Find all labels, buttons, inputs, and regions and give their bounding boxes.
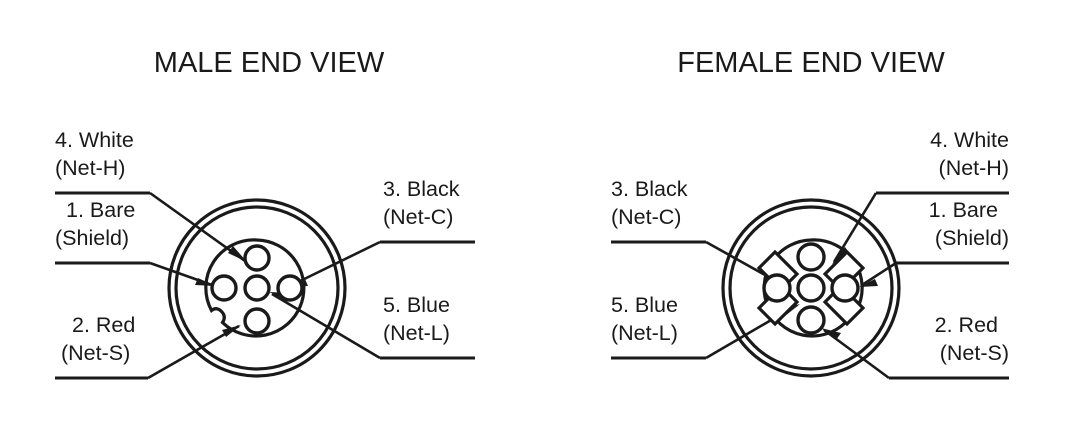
female-callout-labels: 3. Black (Net-C) 5. Blue (Net-L) 4. Whit… bbox=[611, 128, 1009, 365]
female-callout-5-blue-line1: 5. Blue bbox=[611, 293, 678, 317]
male-leader-4-white bbox=[55, 191, 247, 263]
male-callout-2-red-line2: (Net-S) bbox=[61, 341, 130, 365]
female-leader-3-black bbox=[611, 240, 786, 287]
female-connector-body bbox=[721, 198, 901, 378]
female-callout-1-bare-line2: (Shield) bbox=[935, 226, 1009, 250]
female-end-view-panel: FEMALE END VIEW bbox=[611, 47, 1009, 380]
male-inner-ring bbox=[174, 205, 340, 371]
female-callout-1-bare-line1: 1. Bare bbox=[929, 198, 998, 222]
male-pin-4-white bbox=[243, 244, 271, 272]
male-end-view-panel: MALE END VIEW bbox=[55, 47, 475, 380]
female-callout-4-white-line2: (Net-H) bbox=[939, 156, 1009, 180]
female-socket-5-blue bbox=[796, 273, 826, 303]
male-callout-3-black-line1: 3. Black bbox=[383, 177, 460, 201]
male-callout-5-blue-line1: 5. Blue bbox=[383, 293, 450, 317]
male-arrowhead-4-white bbox=[228, 246, 247, 262]
male-panel-title: MALE END VIEW bbox=[154, 47, 385, 79]
male-callout-labels: 4. White (Net-H) 1. Bare (Shield) 2. Red… bbox=[55, 128, 460, 365]
female-callout-3-black-line2: (Net-C) bbox=[611, 205, 681, 229]
male-callout-2-red-line1: 2. Red bbox=[72, 313, 135, 337]
female-panel-title: FEMALE END VIEW bbox=[677, 47, 945, 79]
male-callout-1-bare-line2: (Shield) bbox=[55, 226, 129, 250]
male-callout-4-white-line1: 4. White bbox=[55, 128, 134, 152]
female-inner-ring bbox=[728, 205, 894, 371]
female-socket-3-black bbox=[762, 273, 792, 303]
male-pin-5-blue bbox=[243, 274, 271, 302]
female-callout-5-blue-line2: (Net-L) bbox=[611, 321, 678, 345]
male-connector-body bbox=[167, 198, 347, 378]
female-socket-2-red bbox=[796, 305, 826, 335]
female-arrowhead-2-red bbox=[821, 328, 841, 340]
male-pin-1-bare bbox=[210, 274, 238, 302]
female-callout-2-red-line1: 2. Red bbox=[935, 313, 998, 337]
male-outer-ring bbox=[167, 198, 347, 378]
male-pin-3-black bbox=[276, 274, 304, 302]
female-callout-3-black-line1: 3. Black bbox=[611, 177, 688, 201]
male-callout-3-black-line2: (Net-C) bbox=[383, 205, 453, 229]
male-callout-1-bare-line1: 1. Bare bbox=[66, 198, 135, 222]
male-callout-5-blue-line2: (Net-L) bbox=[383, 321, 450, 345]
female-callout-4-white-line1: 4. White bbox=[930, 128, 1009, 152]
female-socket-1-bare bbox=[830, 273, 860, 303]
male-callout-4-white-line2: (Net-H) bbox=[55, 156, 125, 180]
female-socket-4-white bbox=[796, 242, 826, 272]
male-leader-1-bare bbox=[55, 261, 215, 287]
male-inner-body-with-keyway bbox=[204, 238, 306, 338]
male-leader-3-black bbox=[289, 240, 475, 287]
female-leader-1-bare bbox=[859, 261, 1009, 287]
female-arrowhead-1-bare bbox=[859, 279, 878, 287]
male-pin-2-red bbox=[243, 307, 271, 335]
female-callout-2-red-line2: (Net-S) bbox=[940, 341, 1009, 365]
female-outer-ring bbox=[721, 198, 901, 378]
